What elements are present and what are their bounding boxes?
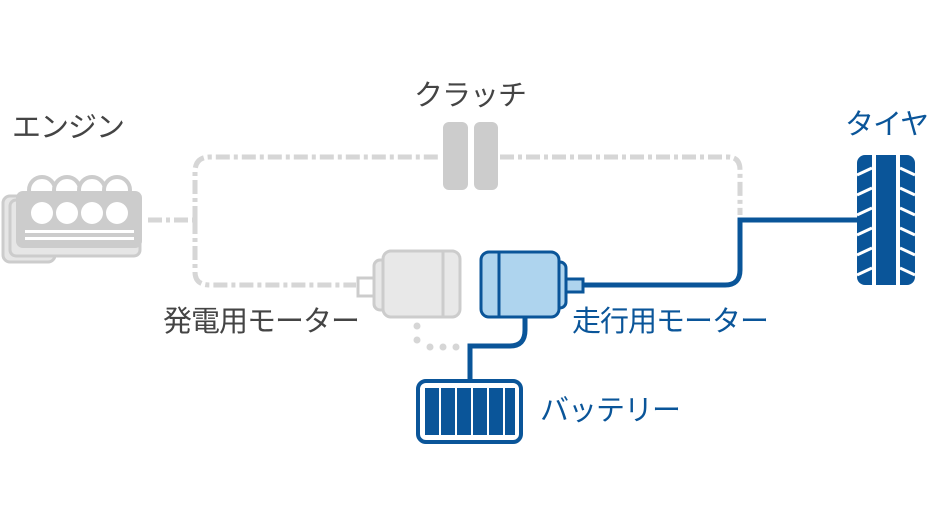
clutch-icon [443, 122, 498, 190]
mechanical-link-inactive [148, 154, 743, 288]
generator-motor-icon [356, 249, 462, 319]
electric-link-inactive [413, 322, 460, 351]
battery-icon [416, 379, 523, 444]
drive-motor-icon [479, 250, 585, 319]
engine-label: エンジン [12, 110, 125, 144]
tire-icon [856, 155, 916, 285]
drive-link-active [467, 217, 860, 382]
drive-motor-label: 走行用モーター [572, 304, 769, 338]
generator-motor-label: 発電用モーター [163, 304, 360, 338]
tire-label: タイヤ [845, 107, 929, 141]
battery-label: バッテリー [540, 393, 681, 427]
engine-icon [1, 175, 142, 264]
clutch-label: クラッチ [414, 78, 527, 112]
